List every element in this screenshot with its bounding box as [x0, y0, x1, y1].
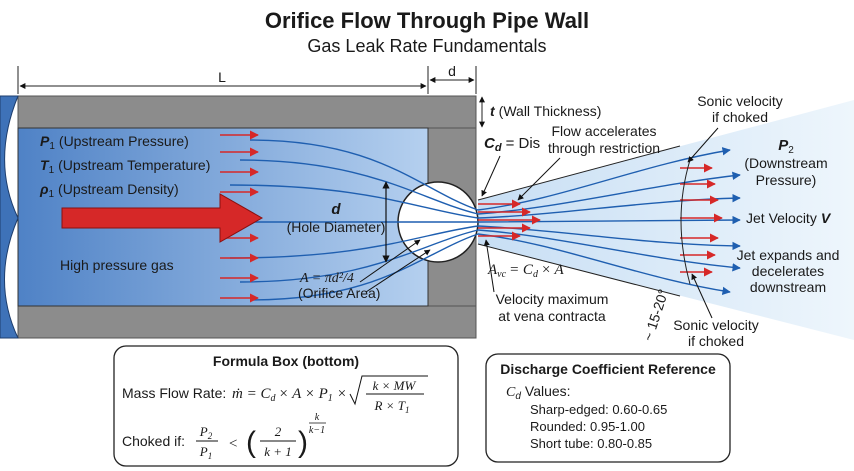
velocity-max-line2: at vena contracta	[498, 308, 606, 324]
jet-red-arrows	[680, 163, 723, 277]
jet-boundary-top	[477, 145, 681, 201]
streamlines	[229, 139, 741, 301]
choked-paren-right: )	[298, 426, 308, 459]
velocity-max-line1: Velocity maximum	[496, 291, 609, 307]
upstream-pressure-label: P1(Upstream Pressure)	[40, 133, 189, 152]
pipe-wall-top	[17, 95, 477, 129]
flow-accel-pointer	[517, 157, 561, 201]
high-pressure-gas-label: High pressure gas	[60, 257, 174, 273]
pipe-wall-bottom	[17, 305, 477, 339]
sonic-arc	[680, 159, 691, 285]
downstream-pressure-symbol: P2	[778, 137, 794, 156]
sonic-bottom-line1: Sonic velocity	[673, 317, 759, 333]
sonic-bottom-line2: if choked	[688, 333, 744, 349]
mass-flow-numerator: k × MW	[373, 378, 417, 393]
jet-expands-line3: downstream	[750, 279, 826, 295]
choked-paren-left: (	[246, 426, 256, 459]
flow-accel-line1: Flow accelerates	[551, 123, 656, 139]
velocity-max-pointer	[483, 239, 495, 293]
formula-box-title: Formula Box (bottom)	[213, 353, 359, 369]
choked-p1: P1	[199, 444, 212, 461]
mass-flow-label: Mass Flow Rate:	[122, 385, 226, 401]
choked-k-plus-1: k + 1	[264, 444, 292, 459]
flow-accel-line2: through restriction	[548, 140, 660, 156]
sonic-top-line1: Sonic velocity	[697, 93, 783, 109]
main-flow-arrow	[61, 193, 264, 243]
dim-d-label: d	[448, 63, 456, 79]
sonic-bottom-pointer	[691, 273, 713, 319]
page-subtitle: Gas Leak Rate Fundamentals	[307, 36, 546, 56]
discharge-coef-label: Cd= Dis	[484, 135, 540, 154]
coef-item-sharp: Sharp-edged: 0.60-0.65	[530, 402, 667, 417]
choked-two: 2	[275, 424, 282, 439]
hole-diameter-label: (Hole Diameter)	[287, 219, 386, 235]
downstream-pressure-line2: Pressure)	[756, 172, 817, 188]
coef-item-short-tube: Short tube: 0.80-0.85	[530, 436, 652, 451]
sonic-top-line2: if choked	[712, 109, 768, 125]
jet-expands-line2: decelerates	[752, 263, 824, 279]
mass-flow-denominator: R × T1	[374, 398, 410, 415]
coef-item-rounded: Rounded: 0.95-1.00	[530, 419, 645, 434]
wall-thickness-label: t(Wall Thickness)	[490, 103, 601, 119]
vena-area-formula: Avc= Cd× A	[487, 262, 565, 280]
choked-exp-den: k−1	[309, 425, 325, 436]
orifice-area-pointer	[359, 239, 421, 283]
jet-expands-line1: Jet expands and	[737, 247, 840, 263]
choked-label: Choked if:	[122, 433, 185, 449]
choked-exp-num: k	[315, 412, 320, 423]
orifice-area-label: (Orifice Area)	[298, 285, 380, 301]
coef-box-title: Discharge Coefficient Reference	[500, 361, 716, 377]
discharge-coef-pointer	[481, 155, 501, 197]
dim-l-label: L	[218, 69, 226, 85]
sonic-top-pointer	[687, 127, 719, 163]
downstream-pressure-line1: (Downstream	[744, 155, 827, 171]
orifice-area-formula: A = πd²/4	[299, 271, 354, 286]
spread-angle-label: ~ 15-20°	[640, 287, 672, 343]
upstream-temperature-label: T1(Upstream Temperature)	[40, 157, 210, 176]
vena-contracta-arrows	[478, 199, 541, 241]
orifice-area-pointer-2	[365, 249, 431, 293]
upstream-density-label: ρ1(Upstream Density)	[39, 181, 179, 200]
coef-box	[485, 353, 731, 463]
mass-flow-formula: ṁ = Cd× A × P1×	[232, 386, 347, 404]
choked-less-than: <	[228, 436, 238, 452]
choked-p2: P2	[199, 424, 213, 441]
inflow-arrows	[220, 130, 259, 303]
jet-boundary-bottom	[477, 243, 681, 297]
sqrt-sign	[349, 375, 428, 406]
hole-diameter-symbol: d	[331, 201, 341, 218]
pipe-break-edge	[0, 95, 19, 339]
page-title: Orifice Flow Through Pipe Wall	[265, 8, 589, 33]
